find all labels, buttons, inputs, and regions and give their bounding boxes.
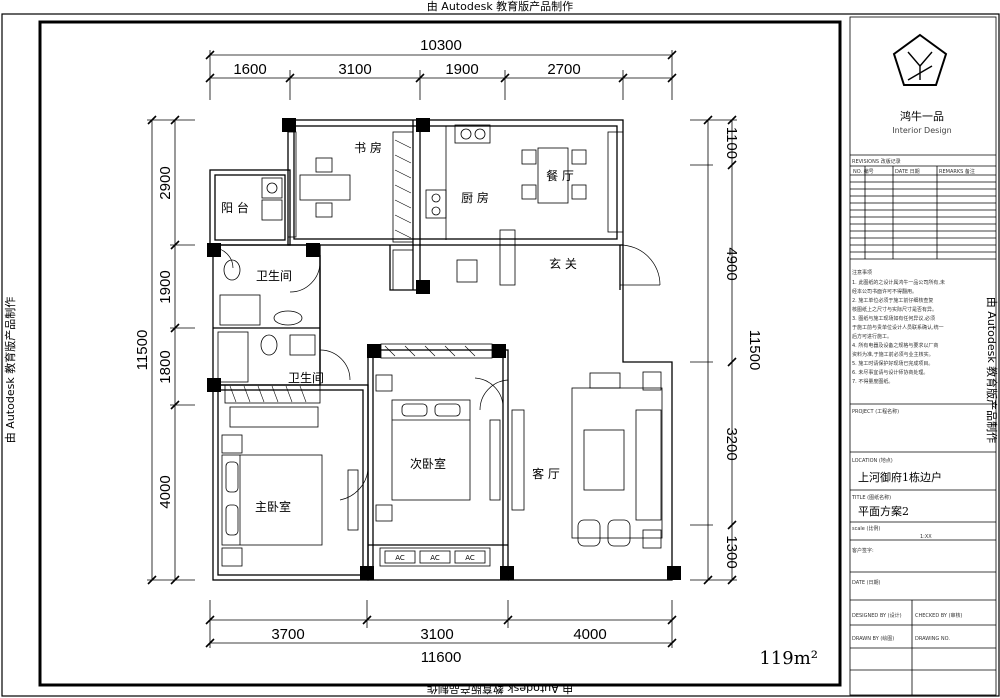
drawing-no-label: DRAWING NO. [915,636,950,642]
room-label-dining: 餐 厅 [546,168,574,183]
brand-logo-icon [892,33,948,86]
note-line-10: 5. 施工时请保护好现场已完成项目。 [852,360,933,367]
brand-name: 鸿牛一品 [900,109,944,123]
brand-name-en: Interior Design [892,126,951,135]
furniture [217,124,663,567]
room-label-second-bedroom: 次卧室 [410,456,446,471]
dim-bottom-1: 3700 [271,626,304,643]
date-label: DATE (日期) [852,580,881,586]
dim-top-1: 1600 [233,61,266,78]
window-glazing [224,131,624,404]
dim-top-2: 3100 [338,61,371,78]
room-label-study: 书 房 [354,140,382,155]
room-label-master-bedroom: 主卧室 [255,499,291,514]
note-line-7: 后方可进行施工。 [852,333,892,340]
note-line-4: 核图纸上之尺寸与实际尺寸是否有异。 [852,306,937,313]
client-signature-label: 客户签字: [852,547,874,554]
ac-label-2: AC [430,554,440,562]
scale-value: 1:XX [920,534,932,540]
rev-col-no: NO. 编号 [853,168,874,175]
revisions-header: REVISIONS 改版记录 [852,158,901,165]
dim-left-2: 1900 [157,270,174,303]
dimension-lines [147,50,737,648]
watermark-left: 由 Autodesk 教育版产品制作 [3,297,17,443]
note-line-3: 2. 施工单位必须于施工前仔细核查复 [852,297,933,304]
note-line-9: 资料为准,于施工前必须与业主核实。 [852,351,934,358]
dim-bottom-total: 11600 [421,649,462,666]
project-label: PROJECT (工程名称) [852,408,899,415]
dim-right-2: 4900 [723,247,740,280]
dim-left-3: 1800 [157,350,174,383]
area-label: 119m² [759,648,818,669]
note-line-1: 1. 此图纸的之设计属鸿牛一品公司所有,未 [852,279,945,286]
title-value: 平面方案2 [858,504,909,518]
dim-right-1: 1100 [723,127,740,159]
dim-top-total: 10300 [420,37,462,54]
dimension-ticks [147,50,737,648]
dim-top-3: 1900 [445,61,478,78]
watermark-bottom: 由 Autodesk 教育版产品制作 [427,682,573,696]
notes-title: 注意事项 [852,269,872,276]
note-line-6: 于施工前与贵单位设计人员联系确认,统一 [852,324,944,331]
dim-left-1: 2900 [157,166,174,199]
drawing-frame [38,20,842,687]
dim-left-total: 11500 [134,330,151,371]
watermark-top: 由 Autodesk 教育版产品制作 [427,0,573,13]
title-block-frame [849,16,997,696]
location-value: 上河御府1栋边户 [858,470,942,484]
note-line-2: 经本公司书面许可不得翻用。 [852,288,917,295]
drawn-by-label: DRAWN BY (绘图) [852,635,894,642]
note-line-11: 6. 未尽事宜请与设计师协商处理。 [852,369,928,376]
dim-top-4: 2700 [547,61,580,78]
room-label-balcony: 阳 台 [221,200,249,215]
rev-col-date: DATE 日期 [895,169,920,175]
watermark-right: 由 Autodesk 教育版产品制作 [985,297,999,443]
dim-bottom-2: 3100 [420,626,453,643]
checked-by-label: CHECKED BY (审核) [915,612,963,619]
hatch-lines [229,139,476,403]
room-label-bath1: 卫生间 [256,269,292,283]
note-line-12: 7. 不得量度图纸。 [852,378,893,385]
ac-label-3: AC [465,554,475,562]
scale-label: scale (比例) [852,525,880,532]
dim-bottom-3: 4000 [573,626,606,643]
dim-left-4: 4000 [157,475,174,508]
room-label-foyer: 玄 关 [549,256,577,271]
sheet-border [1,13,1000,697]
rev-col-remarks: REMARKS 备注 [939,168,975,175]
room-label-kitchen: 厨 房 [461,190,489,205]
title-label: TITLE (图纸名称) [851,494,891,501]
note-line-5: 3. 图纸与施工现场如有任何异议,必须 [852,315,935,322]
location-label: LOCATION (地点) [852,457,893,464]
dim-right-total: 11500 [746,330,763,371]
room-label-bath2: 卫生间 [288,371,324,385]
note-line-8: 4. 所有电器及设备之规格与要求以厂商 [852,342,938,349]
walls [209,119,673,581]
door-swings [212,244,661,501]
structural-columns [207,118,681,580]
dim-right-4: 1300 [723,535,740,568]
ac-label-1: AC [395,554,405,562]
dim-right-3: 3200 [723,427,740,460]
designed-by-label: DESIGNED BY (设计) [852,612,902,619]
room-label-living: 客 厅 [532,466,560,481]
